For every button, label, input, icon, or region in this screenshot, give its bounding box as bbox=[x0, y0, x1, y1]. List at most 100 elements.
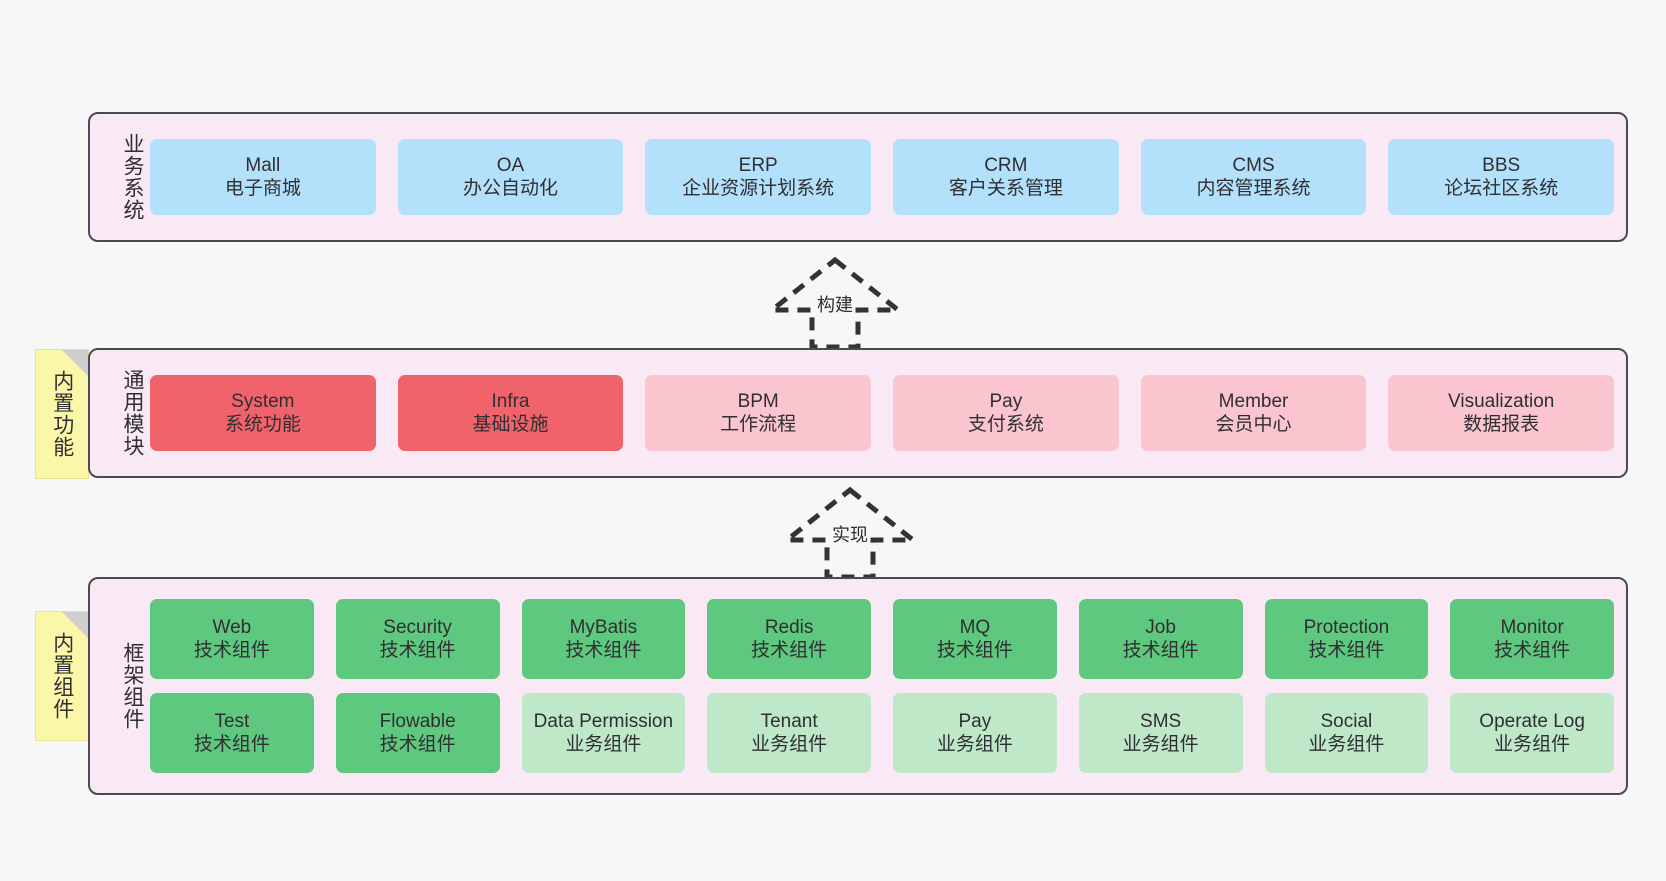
layer-label-framework: 框架组件 bbox=[121, 642, 144, 730]
component-title: Test bbox=[214, 710, 250, 732]
component-subtitle: 技术组件 bbox=[193, 734, 270, 755]
module-subtitle: 系统功能 bbox=[224, 414, 301, 435]
module-subtitle: 支付系统 bbox=[967, 414, 1044, 435]
module-title: CRM bbox=[984, 154, 1028, 176]
module-card-bpm[interactable]: BPM 工作流程 bbox=[645, 375, 872, 451]
component-title: Pay bbox=[958, 710, 992, 732]
component-card-web[interactable]: Web 技术组件 bbox=[150, 599, 314, 679]
component-subtitle: 技术组件 bbox=[1122, 640, 1199, 661]
layer-row: Test 技术组件 Flowable 技术组件 Data Permission … bbox=[150, 693, 1614, 773]
module-card-erp[interactable]: ERP 企业资源计划系统 bbox=[645, 139, 872, 215]
component-subtitle: 业务组件 bbox=[936, 734, 1013, 755]
module-subtitle: 办公自动化 bbox=[463, 178, 559, 199]
component-title: Redis bbox=[764, 616, 814, 638]
layer-row: Web 技术组件 Security 技术组件 MyBatis 技术组件 Redi… bbox=[150, 599, 1614, 679]
module-subtitle: 客户关系管理 bbox=[948, 178, 1063, 199]
connector-implement-label: 实现 bbox=[830, 521, 870, 547]
component-subtitle: 技术组件 bbox=[751, 640, 828, 661]
sticky-note-builtin-function: 内置功能 bbox=[36, 350, 88, 478]
component-card-job[interactable]: Job 技术组件 bbox=[1078, 599, 1243, 679]
component-title: Operate Log bbox=[1479, 710, 1585, 732]
component-card-mq[interactable]: MQ 技术组件 bbox=[893, 599, 1057, 679]
component-title: MyBatis bbox=[569, 616, 638, 638]
component-subtitle: 业务组件 bbox=[565, 734, 642, 755]
module-card-crm[interactable]: CRM 客户关系管理 bbox=[893, 139, 1119, 215]
component-card-redis[interactable]: Redis 技术组件 bbox=[707, 599, 871, 679]
module-title: Member bbox=[1218, 390, 1289, 412]
module-title: Mall bbox=[245, 154, 281, 176]
component-subtitle: 技术组件 bbox=[379, 640, 456, 661]
component-card-social[interactable]: Social 业务组件 bbox=[1264, 693, 1429, 773]
component-card-security[interactable]: Security 技术组件 bbox=[335, 599, 500, 679]
module-title: System bbox=[231, 390, 295, 412]
layer-label-business: 业务系统 bbox=[121, 133, 144, 221]
page-fold-icon bbox=[62, 612, 88, 638]
page-fold-icon bbox=[62, 350, 88, 376]
component-subtitle: 技术组件 bbox=[379, 734, 456, 755]
component-subtitle: 业务组件 bbox=[751, 734, 828, 755]
component-title: Flowable bbox=[379, 710, 456, 732]
module-subtitle: 会员中心 bbox=[1215, 414, 1292, 435]
module-title: Visualization bbox=[1448, 390, 1555, 412]
module-subtitle: 数据报表 bbox=[1463, 414, 1540, 435]
layer-body-framework: Web 技术组件 Security 技术组件 MyBatis 技术组件 Redi… bbox=[144, 599, 1626, 773]
component-card-pay[interactable]: Pay 业务组件 bbox=[893, 693, 1057, 773]
component-title: Social bbox=[1320, 710, 1373, 732]
component-card-sms[interactable]: SMS 业务组件 bbox=[1078, 693, 1243, 773]
module-title: BPM bbox=[737, 390, 779, 412]
component-subtitle: 技术组件 bbox=[1494, 640, 1571, 661]
layer-band-common: 通用模块 System 系统功能 Infra 基础设施 BPM 工作流程 Pay… bbox=[88, 348, 1628, 478]
module-title: OA bbox=[496, 154, 525, 176]
module-card-bbs[interactable]: BBS 论坛社区系统 bbox=[1388, 139, 1615, 215]
module-card-oa[interactable]: OA 办公自动化 bbox=[397, 139, 624, 215]
module-title: ERP bbox=[738, 154, 778, 176]
module-subtitle: 基础设施 bbox=[472, 414, 549, 435]
module-title: Pay bbox=[989, 390, 1023, 412]
component-subtitle: 技术组件 bbox=[565, 640, 642, 661]
component-title: SMS bbox=[1140, 710, 1182, 732]
component-card-flowable[interactable]: Flowable 技术组件 bbox=[335, 693, 500, 773]
component-title: MQ bbox=[959, 616, 991, 638]
component-card-monitor[interactable]: Monitor 技术组件 bbox=[1450, 599, 1614, 679]
layer-body-common: System 系统功能 Infra 基础设施 BPM 工作流程 Pay 支付系统… bbox=[144, 375, 1626, 451]
component-subtitle: 技术组件 bbox=[936, 640, 1013, 661]
component-subtitle: 技术组件 bbox=[1308, 640, 1385, 661]
layer-row: Mall 电子商城 OA 办公自动化 ERP 企业资源计划系统 CRM 客户关系… bbox=[150, 139, 1615, 215]
component-title: Security bbox=[383, 616, 452, 638]
module-subtitle: 内容管理系统 bbox=[1196, 178, 1311, 199]
component-card-mybatis[interactable]: MyBatis 技术组件 bbox=[521, 599, 686, 679]
sticky-note-label: 内置功能 bbox=[50, 370, 74, 458]
module-card-system[interactable]: System 系统功能 bbox=[150, 375, 376, 451]
module-card-infra[interactable]: Infra 基础设施 bbox=[397, 375, 624, 451]
component-card-tenant[interactable]: Tenant 业务组件 bbox=[707, 693, 871, 773]
component-title: Monitor bbox=[1500, 616, 1564, 638]
component-subtitle: 业务组件 bbox=[1494, 734, 1571, 755]
dashed-hollow-arrow-icon bbox=[764, 256, 906, 350]
module-title: BBS bbox=[1482, 154, 1521, 176]
component-title: Job bbox=[1145, 616, 1176, 638]
component-title: Web bbox=[212, 616, 252, 638]
connector-build: 构建 bbox=[755, 255, 915, 350]
layer-label-common: 通用模块 bbox=[121, 369, 144, 457]
module-subtitle: 工作流程 bbox=[720, 414, 797, 435]
component-card-test[interactable]: Test 技术组件 bbox=[150, 693, 314, 773]
component-card-protection[interactable]: Protection 技术组件 bbox=[1264, 599, 1429, 679]
sticky-note-builtin-component: 内置组件 bbox=[36, 612, 88, 740]
module-card-visualization[interactable]: Visualization 数据报表 bbox=[1388, 375, 1615, 451]
layer-body-business: Mall 电子商城 OA 办公自动化 ERP 企业资源计划系统 CRM 客户关系… bbox=[144, 139, 1626, 215]
module-card-member[interactable]: Member 会员中心 bbox=[1140, 375, 1367, 451]
module-card-mall[interactable]: Mall 电子商城 bbox=[150, 139, 376, 215]
component-title: Protection bbox=[1303, 616, 1390, 638]
component-subtitle: 技术组件 bbox=[193, 640, 270, 661]
module-card-cms[interactable]: CMS 内容管理系统 bbox=[1140, 139, 1367, 215]
module-subtitle: 论坛社区系统 bbox=[1444, 178, 1559, 199]
component-title: Data Permission bbox=[533, 710, 674, 732]
module-subtitle: 电子商城 bbox=[224, 178, 301, 199]
layer-row: System 系统功能 Infra 基础设施 BPM 工作流程 Pay 支付系统… bbox=[150, 375, 1615, 451]
component-card-operate-log[interactable]: Operate Log 业务组件 bbox=[1450, 693, 1614, 773]
module-card-pay[interactable]: Pay 支付系统 bbox=[893, 375, 1119, 451]
component-card-data-permission[interactable]: Data Permission 业务组件 bbox=[521, 693, 686, 773]
module-title: Infra bbox=[491, 390, 530, 412]
component-subtitle: 业务组件 bbox=[1308, 734, 1385, 755]
